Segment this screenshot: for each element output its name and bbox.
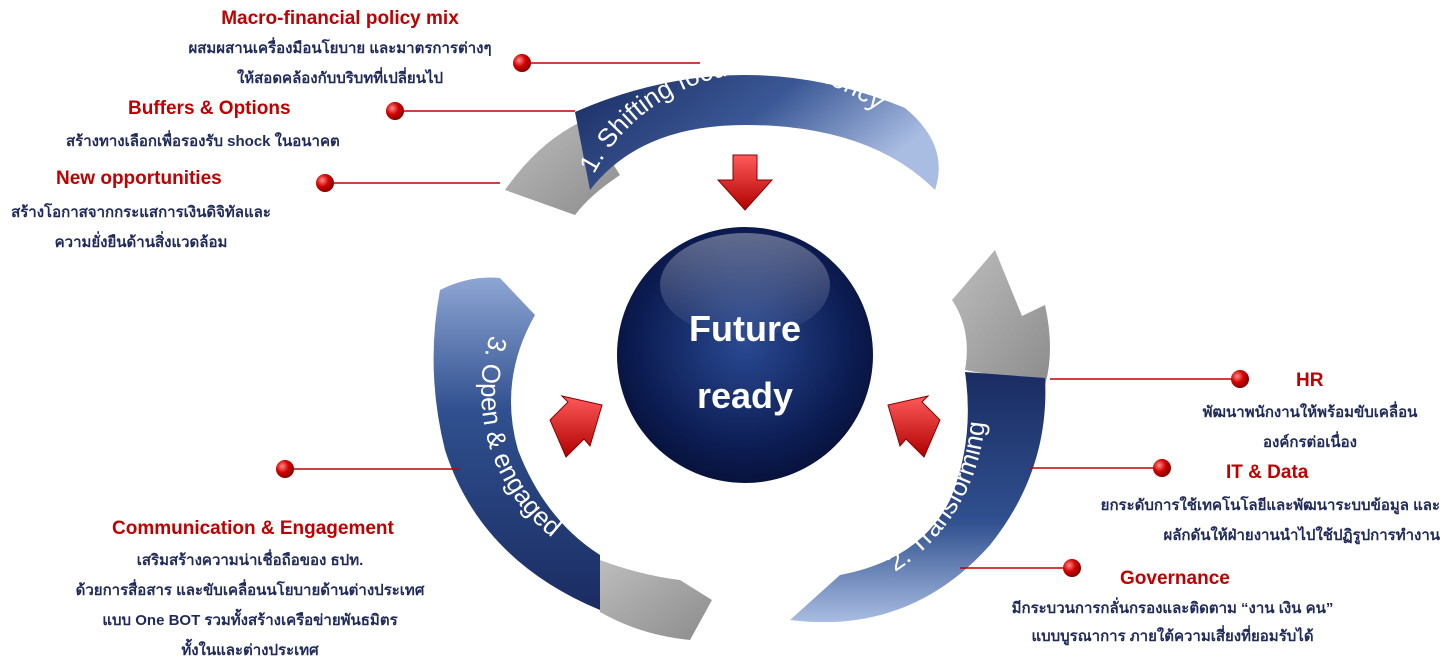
arc-open-engaged [433,277,600,610]
arc-shifting-focus [575,74,939,190]
core-sphere-shine [660,233,830,337]
callout-newopp-line1: สร้างโอกาสจากกระแสการเงินดิจิทัลและ [11,204,271,221]
gray-arc-bottom [600,560,712,640]
callout-buffers-line1: สร้างทางเลือกเพื่อรองรับ shock ในอนาคต [66,133,340,150]
callout-macro-line2: ให้สอดคล้องกับบริบทที่เปลี่ยนไป [236,70,444,87]
callout-hr-line1: พัฒนาพนักงานให้พร้อมขับเคลื่อน [1202,404,1418,421]
core-title-line2: ready [696,375,794,416]
callout-comm-line2: ด้วยการสื่อสาร และขับเคลื่อนนโยบายด้านต่… [75,582,425,599]
callout-comm-title: Communication & Engagement [112,518,394,539]
callout-hr-title: HR [1296,370,1324,391]
red-arrow-right [549,395,603,458]
callout-newopp-line2: ความยั่งยืนด้านสิ่งแวดล้อม [54,234,228,251]
callout-buffers-title: Buffers & Options [128,98,291,119]
callout-itdata-title: IT & Data [1226,462,1309,483]
connector-lines [285,62,1240,569]
callout-hr-line2: องค์กรต่อเนื่อง [1263,434,1357,451]
gray-arc-right [952,250,1050,385]
callout-newopp-body: สร้างโอกาสจากกระแสการเงินดิจิทัลและ ความ… [6,198,276,258]
callout-comm-line1: เสริมสร้างความน่าเชื่อถือของ ธปท. [136,552,364,569]
callout-newopp: New opportunities [56,168,222,190]
core-title-line1: Future [689,308,801,349]
callout-hr-body: พัฒนาพนักงานให้พร้อมขับเคลื่อน องค์กรต่อ… [1180,398,1440,458]
arc-transforming [790,372,1046,623]
red-arrow-down [716,154,774,211]
red-arrow-left [887,395,941,458]
callout-comm-line4: ทั้งในและต่างประเทศ [181,642,319,659]
callout-buffers: Buffers & Options [128,98,291,120]
callout-itdata-line1: ยกระดับการใช้เทคโนโลยีและพัฒนาระบบข้อมูล… [1100,497,1440,514]
callout-comm-line3: แบบ One BOT รวมทั้งสร้างเครือข่ายพันธมิต… [102,612,398,629]
callout-comm-body: เสริมสร้างความน่าเชื่อถือของ ธปท. ด้วยกา… [60,546,440,666]
callout-itdata-body: ยกระดับการใช้เทคโนโลยีและพัฒนาระบบข้อมูล… [1090,491,1440,551]
callout-newopp-title: New opportunities [56,168,222,189]
callout-macro-title: Macro-financial policy mix [221,8,459,29]
connector-dots [276,54,1249,577]
callout-gov-title: Governance [1120,568,1230,589]
callout-macro-line1: ผสมผสานเครื่องมือนโยบาย และมาตรการต่างๆ [188,40,492,57]
callout-gov-line1: มีกระบวนการกลั่นกรองและติดตาม “งาน เงิน … [1011,600,1334,617]
callout-gov-line2: แบบบูรณาการ ภายใต้ความเสี่ยงที่ยอมรับได้ [1031,628,1314,645]
callout-itdata-line2: ผลักดันให้ฝ่ายงานนำไปใช้ปฏิรูปการทำงาน [1163,527,1440,544]
callout-macro: Macro-financial policy mix ผสมผสานเครื่อ… [160,8,520,94]
callout-gov-body: มีกระบวนการกลั่นกรองและติดตาม “งาน เงิน … [1000,595,1345,651]
